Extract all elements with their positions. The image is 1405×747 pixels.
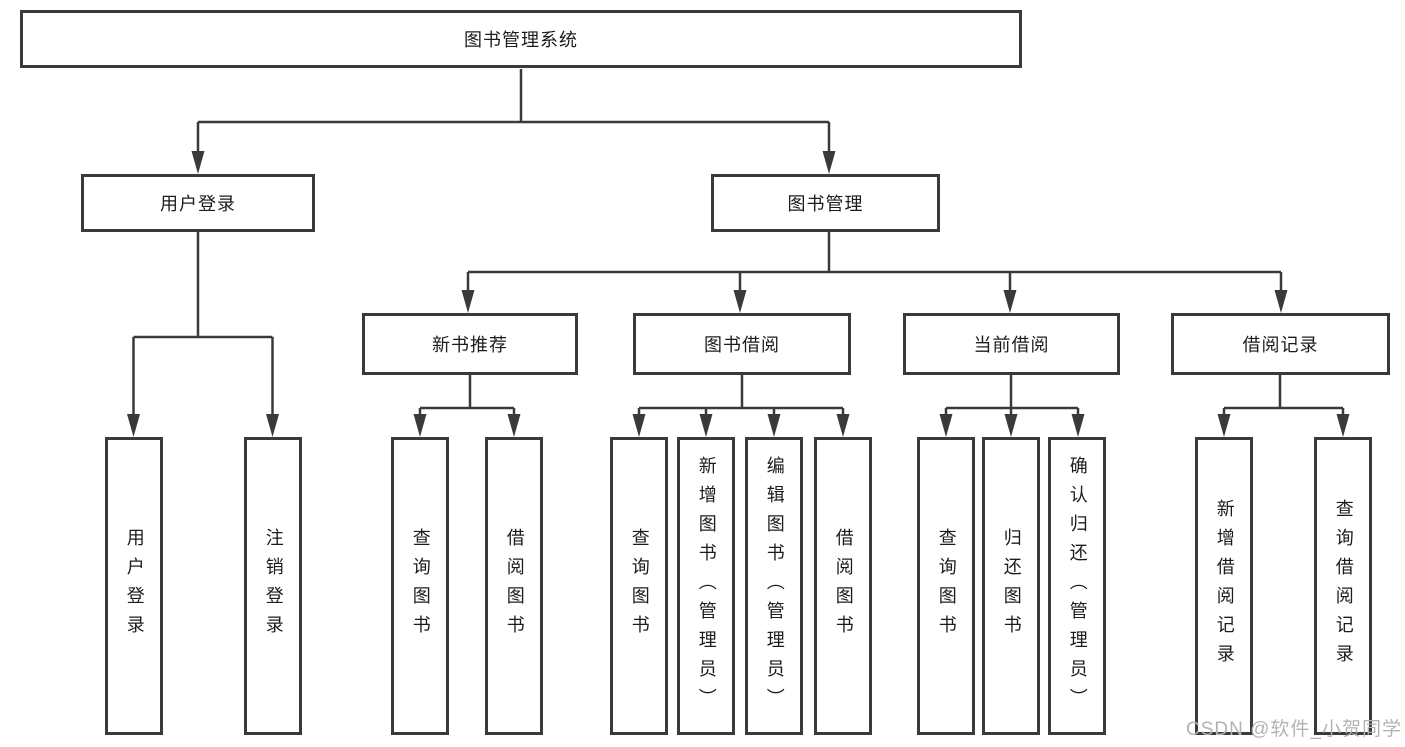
leaf-add-books-admin-label: 新增图书（管理员） xyxy=(696,455,717,717)
node-borrow-records: 借阅记录 xyxy=(1171,313,1390,375)
node-root-label: 图书管理系统 xyxy=(464,30,578,50)
leaf-query-books-current-label: 查询图书 xyxy=(936,528,957,644)
leaf-return-books: 归还图书 xyxy=(982,437,1040,735)
leaf-borrow-books-borrow-label: 借阅图书 xyxy=(833,528,854,644)
leaf-add-borrow-record-label: 新增借阅记录 xyxy=(1214,499,1235,673)
leaf-query-borrow-record: 查询借阅记录 xyxy=(1314,437,1372,735)
leaf-logout-label: 注销登录 xyxy=(263,528,284,644)
leaf-edit-books-admin: 编辑图书（管理员） xyxy=(745,437,803,735)
node-root: 图书管理系统 xyxy=(20,10,1022,68)
leaf-user-login: 用户登录 xyxy=(105,437,163,735)
node-current-borrow: 当前借阅 xyxy=(903,313,1120,375)
leaf-add-borrow-record: 新增借阅记录 xyxy=(1195,437,1253,735)
leaf-query-books-recommend: 查询图书 xyxy=(391,437,449,735)
node-book-borrow-label: 图书借阅 xyxy=(704,335,780,355)
leaf-query-books-current: 查询图书 xyxy=(917,437,975,735)
leaf-borrow-books-recommend-label: 借阅图书 xyxy=(504,528,525,644)
node-user-login: 用户登录 xyxy=(81,174,315,232)
leaf-query-books-recommend-label: 查询图书 xyxy=(410,528,431,644)
leaf-query-books-borrow-label: 查询图书 xyxy=(629,528,650,644)
csdn-watermark: CSDN @软件_小贺同学 xyxy=(1186,719,1402,740)
node-book-borrow: 图书借阅 xyxy=(633,313,851,375)
leaf-return-books-label: 归还图书 xyxy=(1001,528,1022,644)
leaf-add-books-admin: 新增图书（管理员） xyxy=(677,437,735,735)
node-new-book-recommend-label: 新书推荐 xyxy=(432,335,508,355)
leaf-edit-books-admin-label: 编辑图书（管理员） xyxy=(764,455,785,717)
node-borrow-records-label: 借阅记录 xyxy=(1242,335,1319,355)
node-new-book-recommend: 新书推荐 xyxy=(362,313,578,375)
node-book-management-label: 图书管理 xyxy=(787,194,864,214)
node-user-login-label: 用户登录 xyxy=(160,194,236,214)
leaf-logout: 注销登录 xyxy=(244,437,302,735)
leaf-confirm-return-admin-label: 确认归还（管理员） xyxy=(1067,455,1088,717)
leaf-borrow-books-borrow: 借阅图书 xyxy=(814,437,872,735)
leaf-user-login-label: 用户登录 xyxy=(124,528,145,644)
node-current-borrow-label: 当前借阅 xyxy=(973,335,1050,355)
leaf-borrow-books-recommend: 借阅图书 xyxy=(485,437,543,735)
node-book-management: 图书管理 xyxy=(711,174,940,232)
leaf-query-borrow-record-label: 查询借阅记录 xyxy=(1333,499,1354,673)
leaf-query-books-borrow: 查询图书 xyxy=(610,437,668,735)
leaf-confirm-return-admin: 确认归还（管理员） xyxy=(1048,437,1106,735)
